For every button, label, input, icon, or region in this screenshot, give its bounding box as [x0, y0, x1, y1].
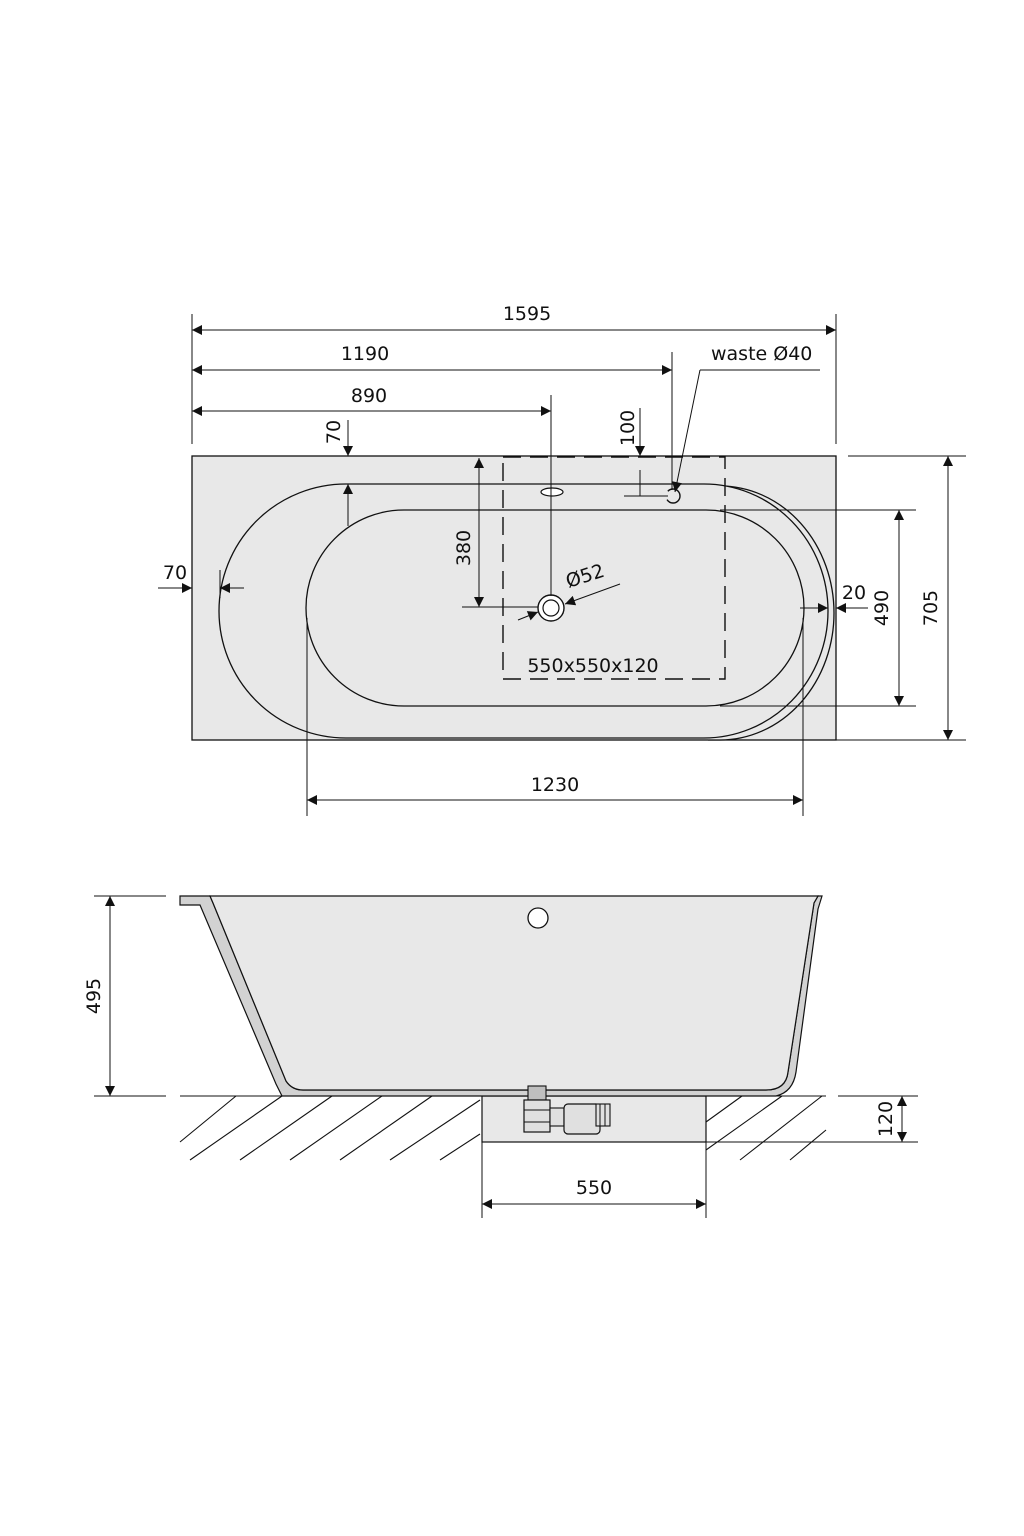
tub-inner-wall — [209, 895, 820, 1091]
dim-drain-offset: 380 — [453, 530, 475, 566]
dim-inner-length: 1230 — [531, 774, 579, 796]
dim-waste-offset: 100 — [617, 410, 639, 446]
floor-hatching — [179, 1095, 827, 1161]
dim-opening-width: 550 — [576, 1177, 612, 1199]
dim-inner-width: 490 — [871, 590, 893, 626]
dim-floor-depth: 120 — [875, 1101, 897, 1137]
dim-waste-position: 1190 — [341, 343, 389, 365]
drain-inner — [542, 599, 560, 617]
top-view: 1595 1190 waste Ø40 890 70 100 380 Ø52 — [158, 303, 966, 816]
dim-tub-height: 495 — [83, 978, 105, 1014]
overflow-hole — [527, 907, 549, 929]
waste-label: waste Ø40 — [711, 343, 812, 365]
overflow-slot — [540, 487, 564, 497]
dim-rim-left: 70 — [163, 562, 187, 584]
dim-rim-top: 70 — [323, 420, 345, 444]
dim-overall-length: 1595 — [503, 303, 551, 325]
side-view: 495 120 550 — [83, 895, 918, 1218]
dim-drain-position: 890 — [351, 385, 387, 407]
dim-rim-right: 20 — [842, 582, 866, 604]
service-opening-label: 550x550x120 — [527, 655, 658, 677]
service-opening-outline — [502, 456, 726, 680]
drain-siphon — [523, 1085, 611, 1135]
dim-overall-width: 705 — [920, 590, 942, 626]
